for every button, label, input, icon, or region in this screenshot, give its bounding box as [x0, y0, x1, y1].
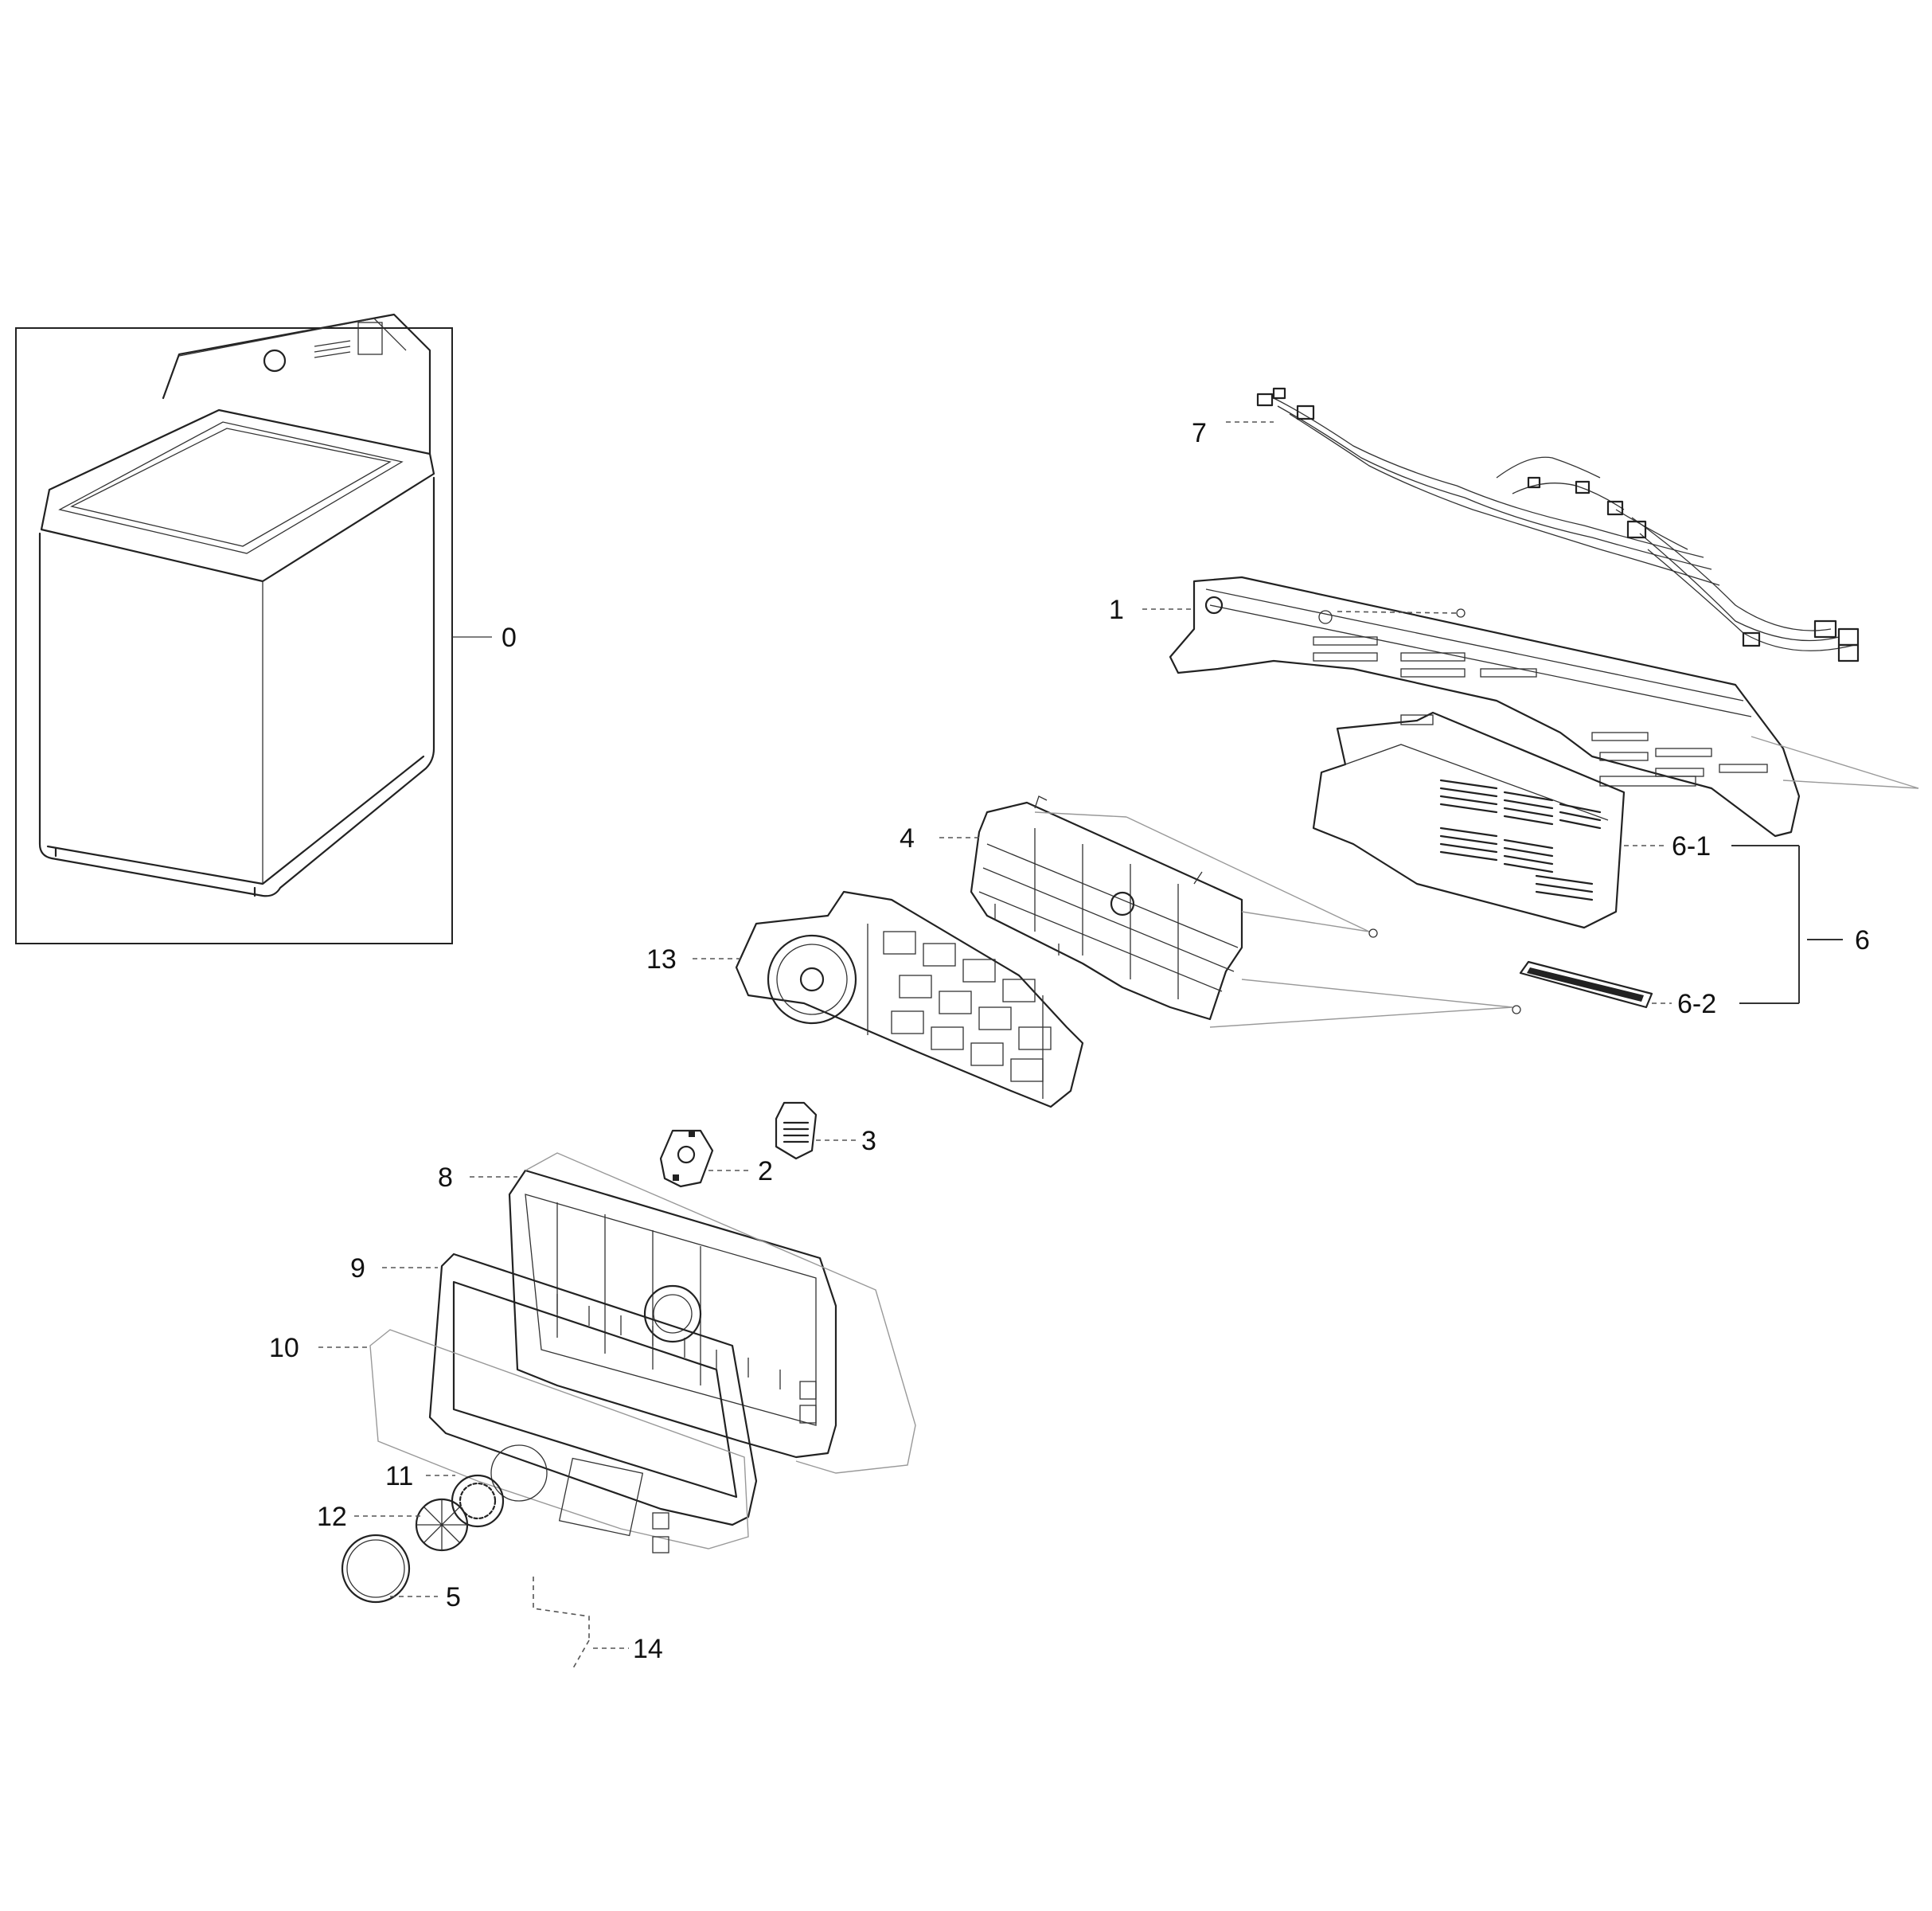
display-window: [558, 1457, 644, 1537]
callout-6-1: 6-1: [1672, 831, 1711, 862]
knob-ring-part-11: 11: [385, 1461, 505, 1528]
knob-disk-part-12: 12: [317, 1498, 469, 1552]
case-vent-slots: [1439, 779, 1602, 901]
knob-disk-spokes: [416, 1499, 467, 1550]
callout-10: 10: [269, 1333, 299, 1363]
harness-connectors: [1256, 387, 1860, 662]
callout-5: 5: [446, 1582, 461, 1612]
callout-14: 14: [633, 1634, 663, 1664]
wire-harness: 7: [1192, 387, 1860, 662]
housing-dividers: [556, 1202, 701, 1385]
callout-4: 4: [900, 823, 915, 854]
gasket-ribs: [556, 1294, 781, 1389]
callout-6-2: 6-2: [1677, 989, 1716, 1019]
frame-vents: [1313, 636, 1768, 787]
callout-9: 9: [350, 1253, 365, 1284]
washer-inset: 0: [15, 313, 517, 944]
switch-ridges: [783, 1121, 810, 1143]
dial-knob: [263, 349, 287, 373]
callout-6: 6: [1855, 925, 1870, 956]
pcb-components: [867, 924, 1052, 1099]
bracket-part-4: 4: [900, 795, 1521, 1028]
sensor-part-2: 2: [659, 1129, 773, 1188]
grid-lines: [978, 828, 1239, 999]
callout-11: 11: [385, 1461, 413, 1491]
main-pcb-part-13: 13: [646, 890, 1084, 1108]
callout-0: 0: [502, 623, 517, 653]
callout-1: 1: [1109, 595, 1124, 625]
switch-part-3: 3: [775, 1101, 876, 1160]
callout-13: 13: [646, 944, 677, 975]
callout-3: 3: [861, 1126, 876, 1156]
knob-cap-part-5: 5: [341, 1534, 461, 1612]
panel-frame-part-1: 1: [1109, 576, 1919, 838]
housing-dial-ring: [643, 1284, 702, 1343]
gasket-part-9: 9: [350, 1253, 781, 1526]
inset-frame: [15, 327, 453, 944]
front-panel-part-10: 10: [269, 1329, 749, 1553]
label-part-14: 14: [533, 1577, 663, 1669]
callout-12: 12: [317, 1502, 347, 1532]
callout-8: 8: [438, 1163, 453, 1193]
panel-housing-part-8: 8: [438, 1152, 916, 1474]
pcb-strip-part-6-2: 6-2: [1519, 940, 1800, 1019]
callout-7: 7: [1192, 418, 1207, 448]
pcb-case-part-6-1: 6-1 6: [1312, 711, 1870, 956]
washer-illustration: [38, 313, 435, 897]
pcb-dial-ring: [767, 934, 857, 1025]
harness-wires: [1273, 397, 1856, 651]
callout-2: 2: [758, 1156, 773, 1186]
